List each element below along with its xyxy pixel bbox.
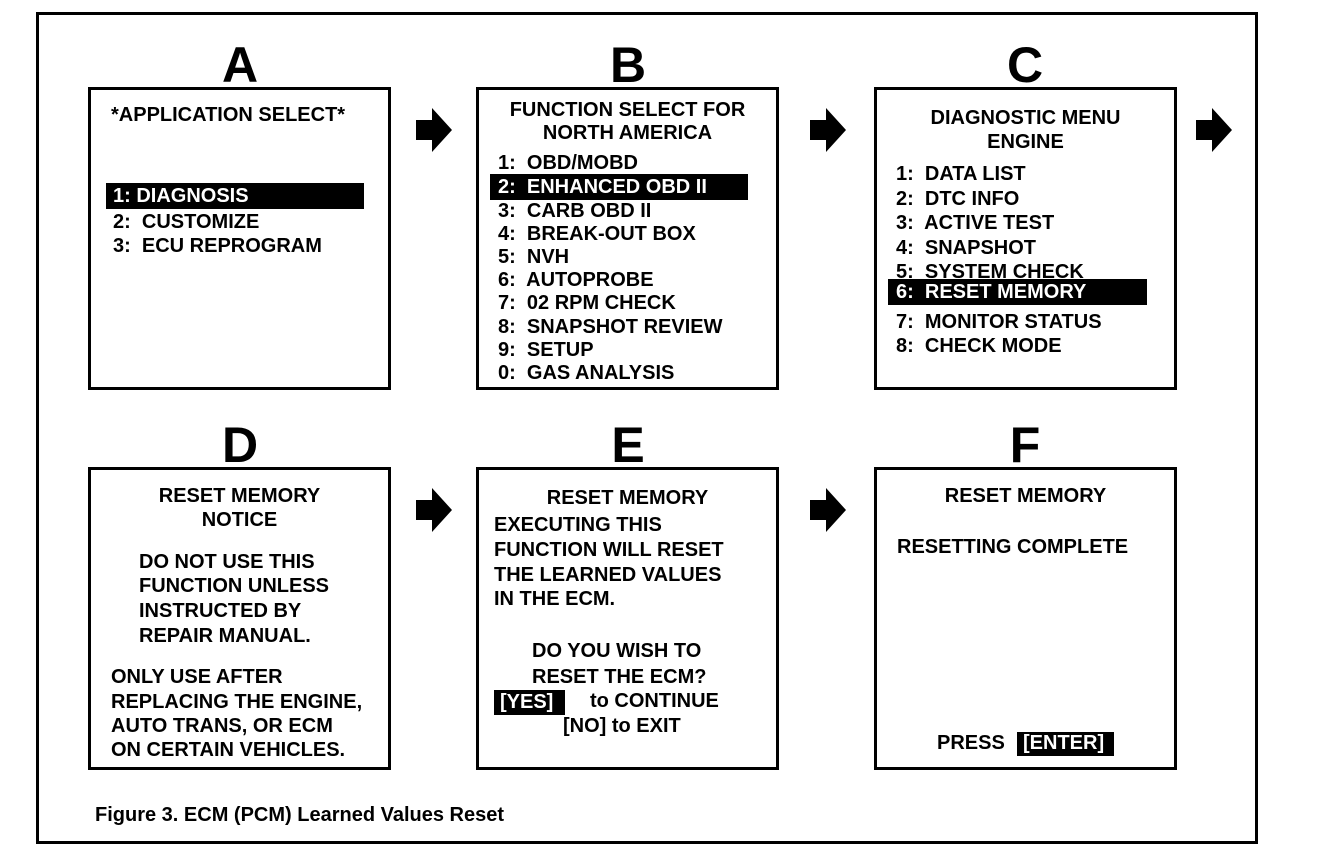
right-arrow-icon <box>810 108 846 152</box>
screen-panel-a: *APPLICATION SELECT* 1: DIAGNOSIS 2: CUS… <box>88 87 391 390</box>
step-letter-d: D <box>221 417 259 473</box>
screen-panel-e: RESET MEMORY EXECUTING THIS FUNCTION WIL… <box>476 467 779 770</box>
no-instruction: [NO] to EXIT <box>563 715 681 737</box>
warning-line: FUNCTION WILL RESET <box>494 539 724 561</box>
menu-item-obd-mobd: 1: OBD/MOBD <box>498 152 638 174</box>
menu-item-nvh: 5: NVH <box>498 246 570 268</box>
menu-item-snapshot-review: 8: SNAPSHOT REVIEW <box>498 316 723 338</box>
warning-line: EXECUTING THIS <box>494 514 662 536</box>
menu-item-setup: 9: SETUP <box>498 339 594 361</box>
right-arrow-icon <box>1196 108 1232 152</box>
yes-instruction: to CONTINUE <box>590 690 719 712</box>
step-letter-f: F <box>1009 417 1041 473</box>
menu-item-data-list: 1: DATA LIST <box>896 163 1026 185</box>
question-line2: RESET THE ECM? <box>532 666 707 688</box>
menu-item-reset-memory: 6: RESET MEMORY <box>896 281 1087 303</box>
notice-line: REPAIR MANUAL. <box>139 625 311 647</box>
notice-line: DO NOT USE THIS <box>139 551 315 573</box>
selection-highlight <box>888 279 1147 305</box>
figure-frame <box>36 12 1258 844</box>
screen-panel-f: RESET MEMORY RESETTING COMPLETE PRESS [E… <box>874 467 1177 770</box>
menu-item-monitor-status: 7: MONITOR STATUS <box>896 311 1102 333</box>
panel-b-title-line2: NORTH AMERICA <box>542 122 713 144</box>
menu-item-gas-analysis: 0: GAS ANALYSIS <box>498 362 675 384</box>
step-letter-c: C <box>1006 37 1044 93</box>
menu-item-autoprobe: 6: AUTOPROBE <box>498 269 654 291</box>
enter-key: [ENTER] <box>1017 732 1115 756</box>
yes-key: [YES] <box>494 690 566 715</box>
screen-panel-c: DIAGNOSTIC MENU ENGINE 1: DATA LIST 2: D… <box>874 87 1177 390</box>
screen-panel-b: FUNCTION SELECT FOR NORTH AMERICA 1: OBD… <box>476 87 779 390</box>
step-letter-e: E <box>611 417 645 473</box>
menu-item-active-test: 3: ACTIVE TEST <box>896 212 1055 234</box>
warning-line: THE LEARNED VALUES <box>494 564 722 586</box>
notice-line: FUNCTION UNLESS <box>139 575 329 597</box>
notice-line: ONLY USE AFTER <box>111 666 283 688</box>
panel-c-title-line2: ENGINE <box>987 131 1064 153</box>
menu-item-check-mode: 8: CHECK MODE <box>896 335 1062 357</box>
menu-item-diagnosis: 1: DIAGNOSIS <box>113 185 249 207</box>
notice-line: AUTO TRANS, OR ECM <box>111 715 333 737</box>
notice-line: REPLACING THE ENGINE, <box>111 691 363 713</box>
menu-item-ecu-reprogram: 3: ECU REPROGRAM <box>113 235 322 257</box>
question-line1: DO YOU WISH TO <box>532 640 702 662</box>
menu-item-rpm-check: 7: 02 RPM CHECK <box>498 292 676 314</box>
press-label: PRESS <box>937 732 1005 754</box>
panel-d-title-line1: RESET MEMORY <box>158 485 321 507</box>
panel-f-title: RESET MEMORY <box>944 485 1107 507</box>
menu-item-dtc-info: 2: DTC INFO <box>896 188 1020 210</box>
notice-line: INSTRUCTED BY <box>139 600 302 622</box>
status-text: RESETTING COMPLETE <box>897 536 1129 558</box>
menu-item-system-check: 5: SYSTEM CHECK <box>896 261 1084 283</box>
panel-a-title: *APPLICATION SELECT* <box>111 104 346 126</box>
right-arrow-icon <box>810 488 846 532</box>
menu-item-enhanced-obd: 2: ENHANCED OBD II <box>498 176 707 198</box>
figure-caption: Figure 3. ECM (PCM) Learned Values Reset <box>95 804 504 826</box>
panel-c-title-line1: DIAGNOSTIC MENU <box>930 107 1121 129</box>
selection-highlight <box>490 174 748 200</box>
step-letter-b: B <box>609 37 647 93</box>
right-arrow-icon <box>416 488 452 532</box>
menu-item-carb-obd: 3: CARB OBD II <box>498 200 652 222</box>
notice-line: ON CERTAIN VEHICLES. <box>111 739 346 761</box>
panel-e-title: RESET MEMORY <box>546 487 709 509</box>
warning-line: IN THE ECM. <box>494 588 616 610</box>
menu-item-customize: 2: CUSTOMIZE <box>113 211 260 233</box>
right-arrow-icon <box>416 108 452 152</box>
menu-item-snapshot: 4: SNAPSHOT <box>896 237 1037 259</box>
screen-panel-d: RESET MEMORY NOTICE DO NOT USE THIS FUNC… <box>88 467 391 770</box>
step-letter-a: A <box>221 37 259 93</box>
menu-item-break-out-box: 4: BREAK-OUT BOX <box>498 223 696 245</box>
panel-d-title-line2: NOTICE <box>201 509 278 531</box>
panel-b-title-line1: FUNCTION SELECT FOR <box>509 99 746 121</box>
selection-highlight <box>106 183 364 209</box>
